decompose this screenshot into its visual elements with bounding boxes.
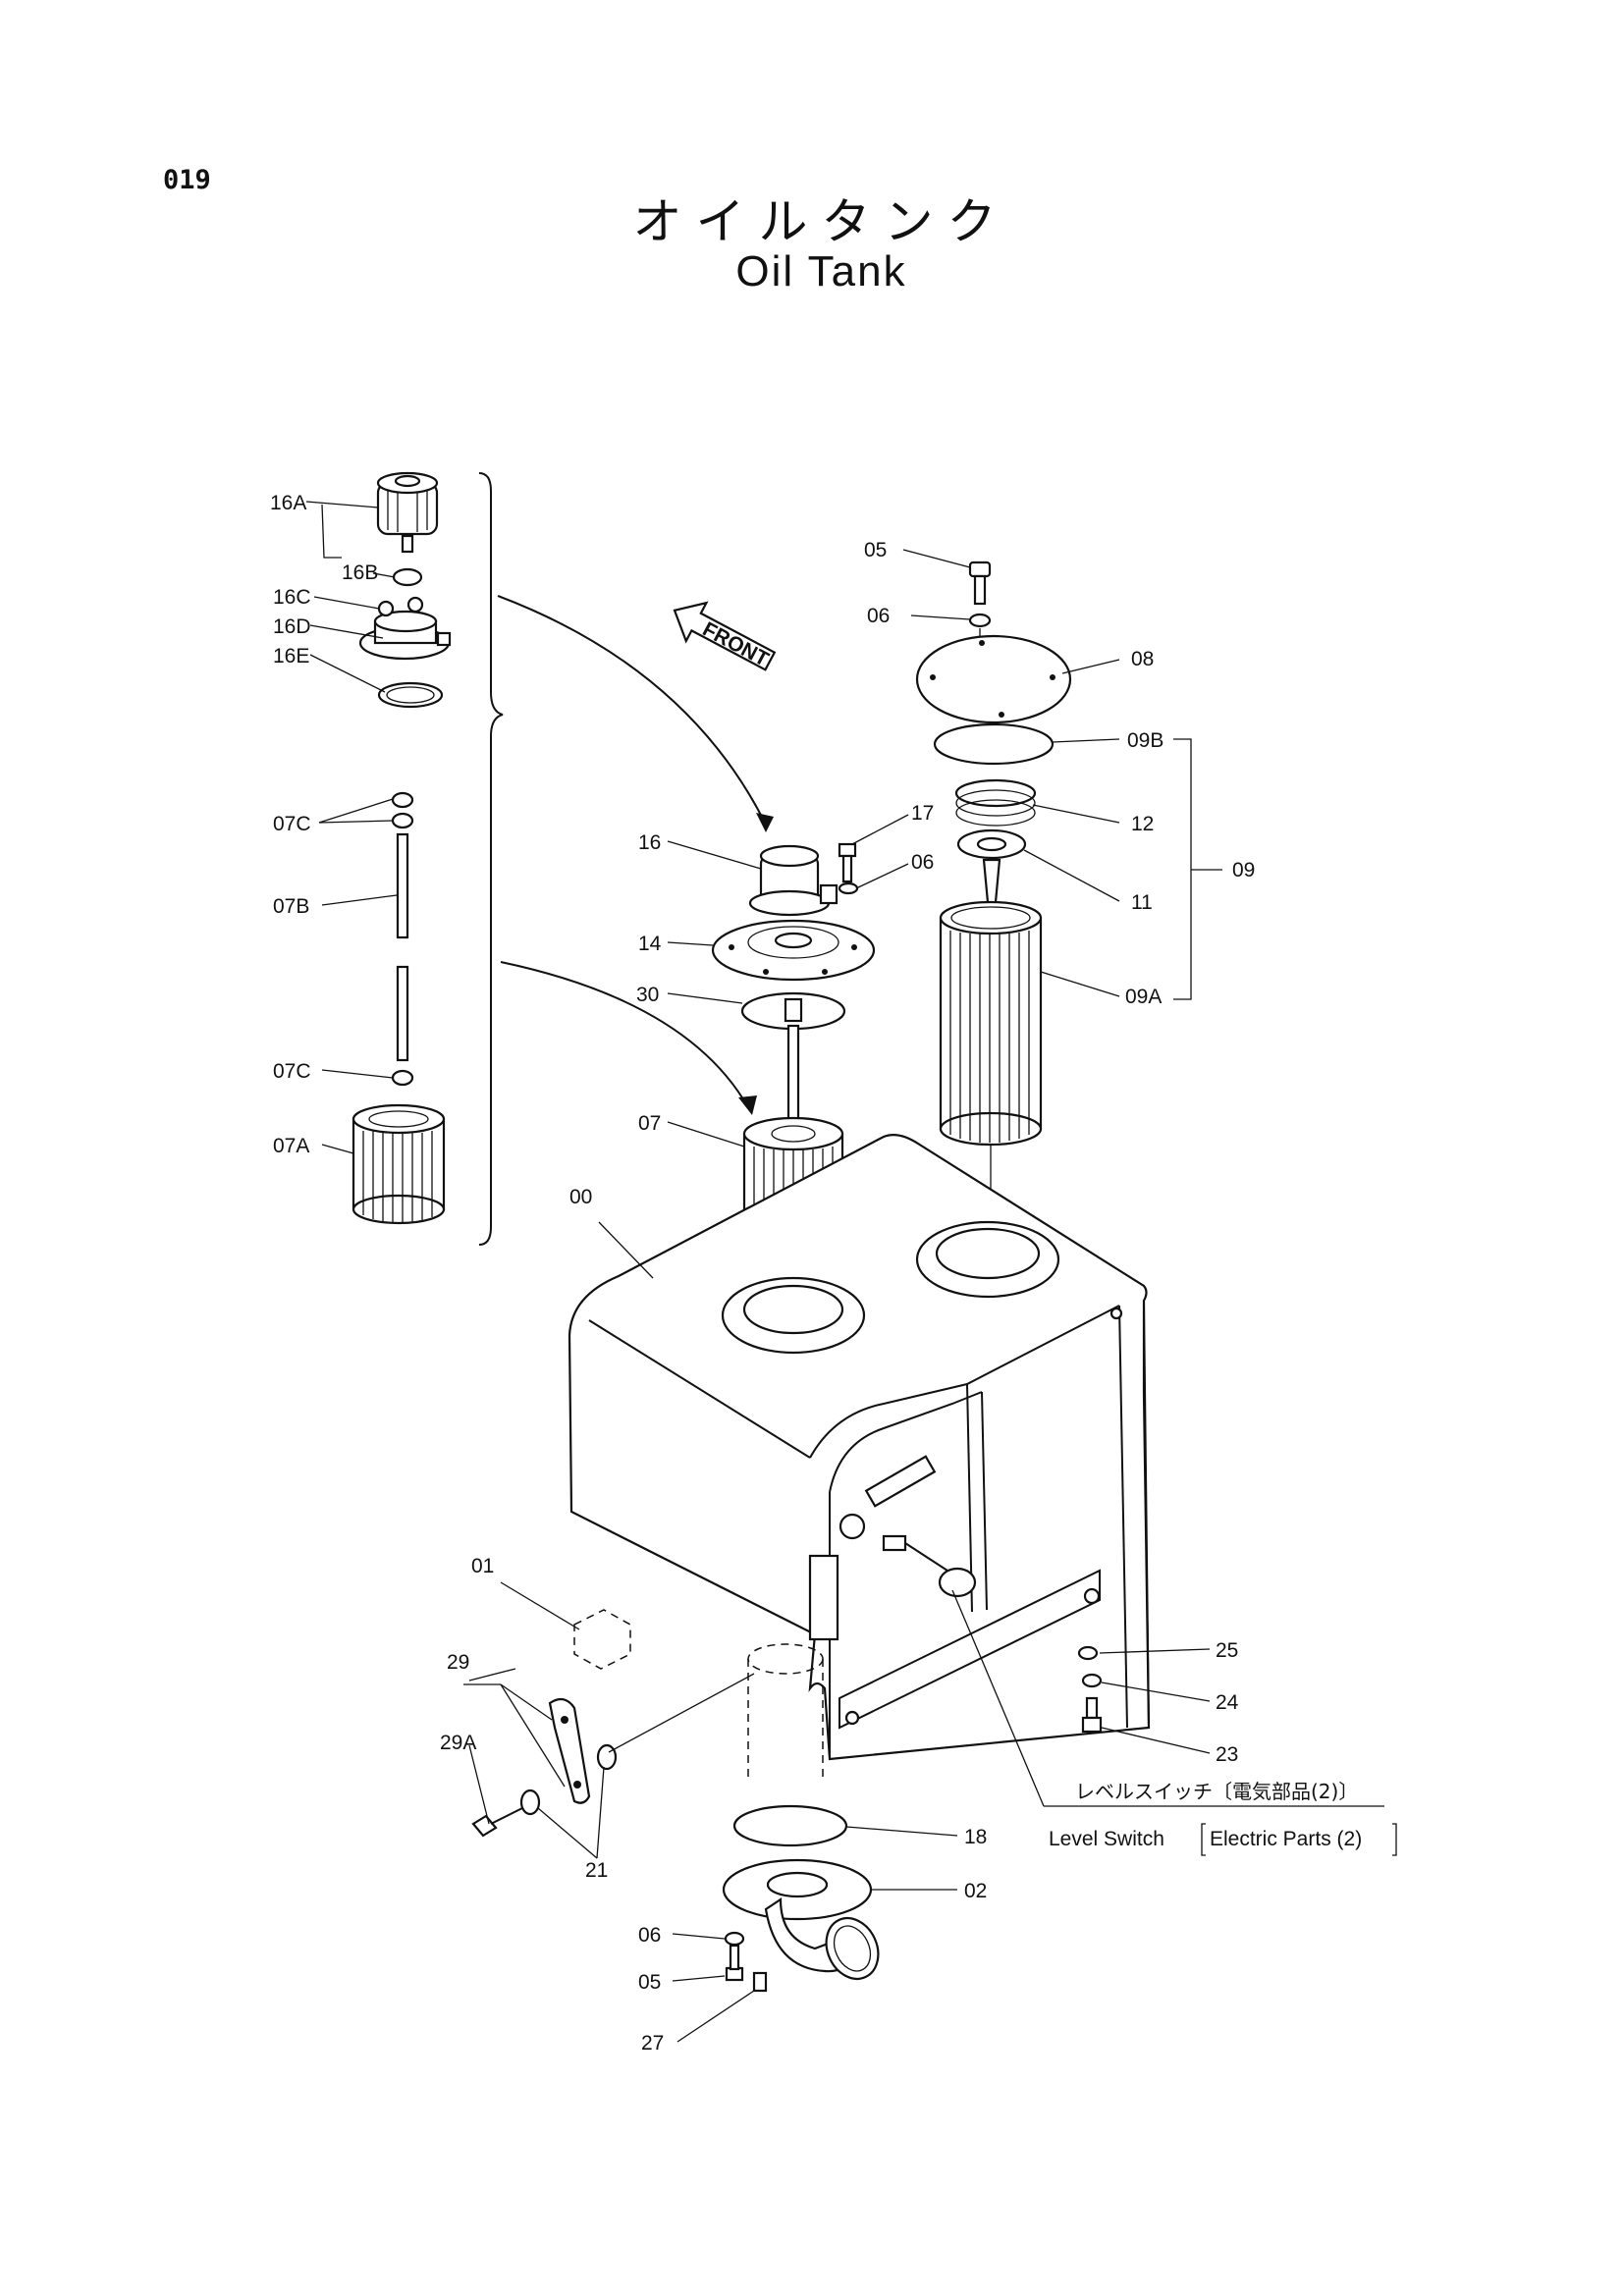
part-27-plug xyxy=(752,1971,768,1993)
label-07A: 07A xyxy=(273,1135,309,1157)
label-02: 02 xyxy=(964,1880,987,1902)
part-05-bolt-bottom xyxy=(725,1944,744,1982)
label-25: 25 xyxy=(1216,1639,1238,1662)
label-18: 18 xyxy=(964,1826,987,1848)
label-06-cap: 06 xyxy=(911,851,934,874)
label-17: 17 xyxy=(911,802,934,825)
label-23: 23 xyxy=(1216,1743,1238,1766)
label-16E: 16E xyxy=(273,645,309,667)
part-07A-strainer-element xyxy=(352,1103,446,1225)
arrowhead-16 xyxy=(756,813,774,832)
front-direction-arrow: FRONT xyxy=(673,601,777,671)
label-07C-top: 07C xyxy=(273,813,311,835)
label-01: 01 xyxy=(471,1555,494,1577)
label-16B: 16B xyxy=(342,561,378,584)
label-16: 16 xyxy=(638,831,661,854)
part-16-filler-cap xyxy=(748,844,839,917)
callout-curve-07 xyxy=(500,961,749,1108)
title-english: Oil Tank xyxy=(735,247,907,295)
part-18-o-ring xyxy=(732,1804,848,1847)
front-arrow-label: FRONT xyxy=(699,617,773,670)
label-11: 11 xyxy=(1131,891,1153,914)
group-line-29 xyxy=(468,1668,516,1682)
label-09A: 09A xyxy=(1125,986,1162,1008)
label-05-top: 05 xyxy=(864,539,887,561)
label-00: 00 xyxy=(569,1186,592,1208)
label-16D: 16D xyxy=(273,615,311,638)
ref-bracket-left xyxy=(1201,1823,1206,1856)
label-16C: 16C xyxy=(273,586,311,609)
part-07C-nut-bottom xyxy=(391,1069,414,1087)
label-24: 24 xyxy=(1216,1691,1239,1714)
part-29A-bolt xyxy=(471,1803,531,1838)
part-06-washer-bottom xyxy=(724,1931,745,1947)
part-06-washer-top xyxy=(968,613,992,628)
part-25-washer xyxy=(1077,1645,1099,1661)
label-07C-bottom: 07C xyxy=(273,1060,311,1083)
part-05-bolt-top xyxy=(968,561,992,606)
label-06-bottom: 06 xyxy=(638,1924,661,1947)
label-27: 27 xyxy=(641,2032,664,2055)
label-05-bottom: 05 xyxy=(638,1971,661,1994)
part-06-washer-cap xyxy=(838,881,859,895)
detail-bracket xyxy=(478,472,504,1246)
label-09: 09 xyxy=(1232,859,1255,881)
callout-curve-16 xyxy=(497,595,767,826)
part-07B-rod xyxy=(396,832,409,1062)
label-07B: 07B xyxy=(273,895,309,918)
ref-bracket-right xyxy=(1392,1823,1397,1856)
part-07-rod-nut xyxy=(784,997,803,1023)
part-29-clamp xyxy=(548,1697,591,1804)
label-14: 14 xyxy=(638,933,662,955)
level-switch-label-en: Level Switch xyxy=(1049,1828,1164,1850)
part-17-bolt xyxy=(838,842,857,883)
leader-lines xyxy=(305,501,1384,2043)
arrowhead-07 xyxy=(738,1095,757,1115)
label-29A: 29A xyxy=(440,1732,476,1754)
label-09B: 09B xyxy=(1127,729,1163,752)
part-16B-ring xyxy=(392,567,423,587)
page-number: 019 xyxy=(163,165,211,195)
label-16A: 16A xyxy=(270,492,306,514)
part-14-cover-plate xyxy=(711,919,876,982)
part-09A-filter-element xyxy=(939,900,1043,1147)
part-21-washers xyxy=(519,1673,755,1816)
label-06-top: 06 xyxy=(867,605,890,627)
group-bracket-09 xyxy=(1173,738,1192,1000)
part-11-valve xyxy=(956,828,1027,915)
part-12-spring xyxy=(954,778,1037,827)
label-21: 21 xyxy=(585,1859,608,1882)
label-12: 12 xyxy=(1131,813,1154,835)
label-08: 08 xyxy=(1131,648,1154,670)
part-09B-o-ring xyxy=(933,722,1055,766)
part-24-lock-washer xyxy=(1081,1673,1103,1688)
title-japanese: オイルタンク xyxy=(632,193,1010,250)
label-30: 30 xyxy=(636,984,659,1006)
label-07: 07 xyxy=(638,1112,661,1135)
part-00-oil-tank xyxy=(568,1134,1151,1777)
part-02-suction-pipe xyxy=(722,1858,880,1980)
part-16D-filler-body xyxy=(358,596,452,661)
label-29: 29 xyxy=(447,1651,469,1674)
part-16A-breather-cap xyxy=(376,471,439,554)
part-07C-nuts-top xyxy=(391,791,414,829)
level-switch-ref: Electric Parts (2) xyxy=(1210,1828,1362,1850)
part-23-bolt xyxy=(1081,1696,1103,1734)
part-08-cover xyxy=(915,634,1072,724)
level-switch-label-jp: レベルスイッチ〔電気部品(2)〕 xyxy=(1075,1780,1358,1803)
part-01-drain-plug-block xyxy=(573,1609,631,1670)
